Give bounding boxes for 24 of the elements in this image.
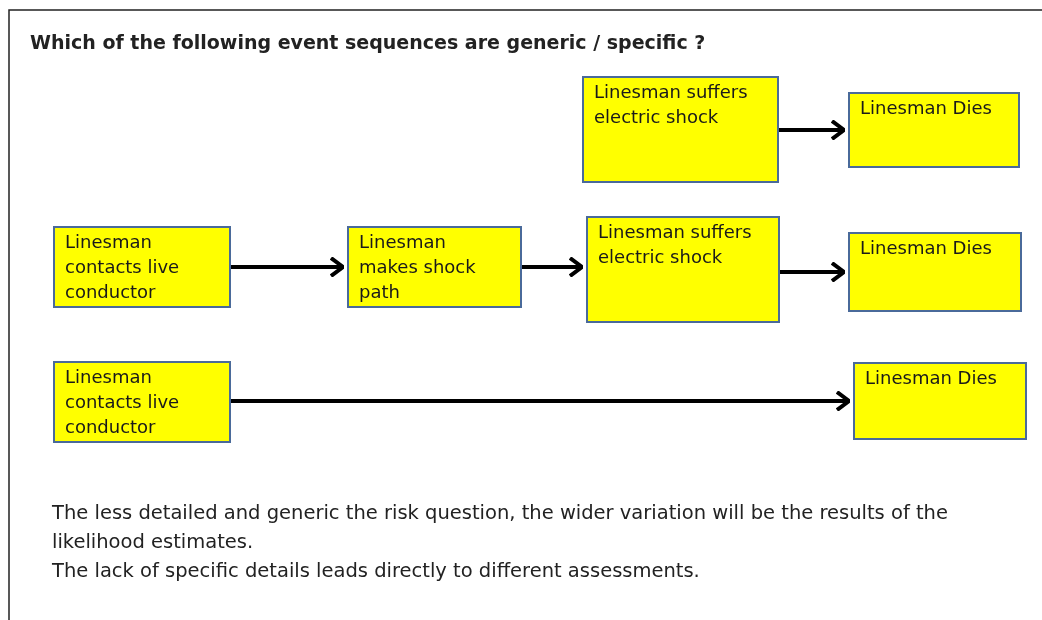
note-text: The lack of specific details leads directly to different assessments. bbox=[52, 558, 701, 584]
event-text: Linesman makes shock path bbox=[359, 230, 477, 304]
event-box bbox=[848, 232, 1022, 312]
event-text: Linesman Dies bbox=[865, 366, 998, 390]
event-text: Linesman contacts live conductor bbox=[65, 365, 181, 439]
event-box bbox=[53, 361, 231, 443]
event-text: Linesman suffers electric shock bbox=[598, 220, 753, 269]
arrow bbox=[231, 256, 345, 278]
arrow bbox=[231, 390, 851, 412]
event-box bbox=[53, 226, 231, 308]
event-box bbox=[586, 216, 780, 323]
event-box bbox=[582, 76, 779, 183]
event-text: Linesman Dies bbox=[860, 236, 993, 260]
event-box bbox=[848, 92, 1020, 168]
event-box bbox=[853, 362, 1027, 440]
event-box bbox=[347, 226, 522, 308]
event-text: Linesman suffers electric shock bbox=[594, 80, 749, 129]
arrow bbox=[522, 256, 584, 278]
event-text: Linesman contacts live conductor bbox=[65, 230, 181, 304]
note-text: The less detailed and generic the risk question, the wider variation will be the results of the likelihood estimates. bbox=[52, 500, 949, 555]
arrow bbox=[780, 261, 846, 283]
event-text: Linesman Dies bbox=[860, 96, 993, 120]
title: Which of the following event sequences are generic / specific ? bbox=[30, 31, 706, 53]
arrow bbox=[779, 119, 846, 141]
